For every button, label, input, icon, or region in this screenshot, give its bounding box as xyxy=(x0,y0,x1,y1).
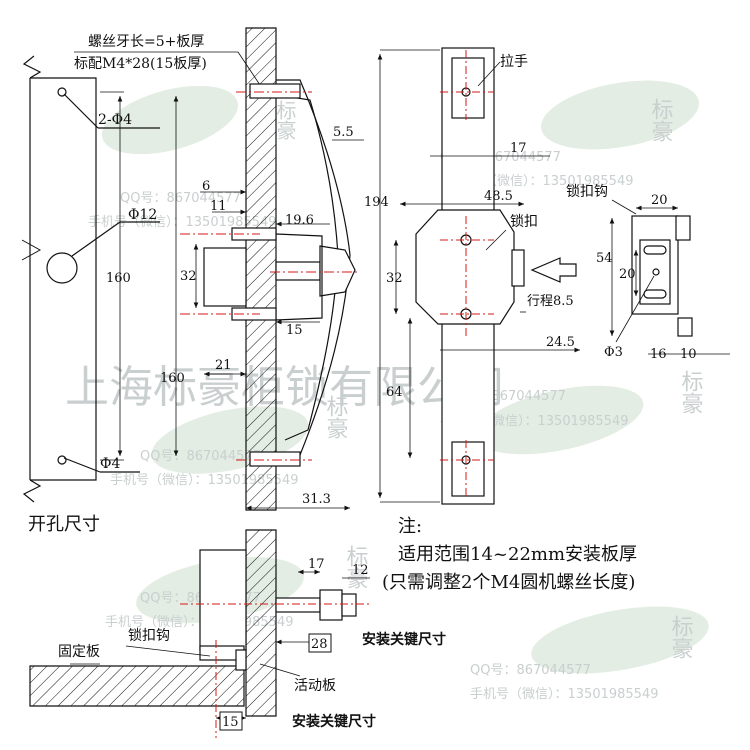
watermark-brand: 标豪 xyxy=(343,545,369,589)
notes-title: 注: xyxy=(398,516,422,537)
install-lock-body xyxy=(199,549,247,651)
watermark-brand: 标豪 xyxy=(678,370,704,414)
fixed-plate xyxy=(29,665,245,707)
watermark-brand: 标豪 xyxy=(273,100,297,140)
dim-12-install: 12 xyxy=(352,563,369,578)
lock-body xyxy=(203,247,247,307)
handle-label: 拉手 xyxy=(500,54,528,70)
watermark-brand: 标豪 xyxy=(668,615,694,659)
hole-top-label: 2-Φ4 xyxy=(98,112,132,128)
key-size-label-2: 安装关键尺寸 xyxy=(292,713,376,730)
dim-19-6: 19.6 xyxy=(285,213,314,228)
hole-bottom xyxy=(57,455,67,465)
travel-arrow xyxy=(530,257,577,283)
dim-48-5: 48.5 xyxy=(484,189,513,204)
dim-phi3: Φ3 xyxy=(604,345,623,360)
hole-center xyxy=(46,252,78,284)
watermark-qq: QQ号：867044577 xyxy=(140,449,261,464)
hook-detail-view xyxy=(631,215,693,337)
dim-194: 194 xyxy=(364,195,389,210)
dim-24-5: 24.5 xyxy=(546,335,575,350)
dim-20-hook-b: 20 xyxy=(619,267,636,282)
dim-10: 10 xyxy=(680,347,697,362)
watermark-company: 上海标豪柜锁有限公司 xyxy=(65,362,505,413)
dim-31-3: 31.3 xyxy=(302,492,331,507)
watermark-mobile: 手机号（微信）：13501985549 xyxy=(470,687,658,702)
watermark-brand: 标豪 xyxy=(323,395,349,439)
install-centerlines xyxy=(180,603,372,738)
handle-profile xyxy=(276,79,351,456)
dim-16: 16 xyxy=(650,347,667,362)
side-section-view xyxy=(203,27,356,511)
watermark-brand: 标豪 xyxy=(648,98,674,142)
hole-view-title: 开孔尺寸 xyxy=(28,514,100,535)
dim-32-front: 32 xyxy=(386,271,403,286)
dim-21: 21 xyxy=(215,358,232,373)
fixed-plate-label: 固定板 xyxy=(58,644,100,660)
dim-20-hook-a: 20 xyxy=(651,193,668,208)
dim-160-side: 160 xyxy=(160,371,185,386)
dim-15-side: 15 xyxy=(286,323,303,338)
notes-line-2: (只需调整2个M4圆机螺丝长度) xyxy=(382,572,635,593)
screw-thread-note: 螺丝牙长=5+板厚 xyxy=(88,34,204,50)
front-dimensions xyxy=(377,49,580,503)
dim-11: 11 xyxy=(210,199,227,214)
screw-spec-note: 标配M4*28(15板厚) xyxy=(74,56,207,72)
movable-plate-label: 活动板 xyxy=(294,678,336,694)
travel-label: 行程8.5 xyxy=(527,294,574,309)
notes-line-1: 适用范围14~22mm安装板厚 xyxy=(398,544,637,565)
side-dimensions xyxy=(173,96,364,511)
hole-cutout-view xyxy=(21,55,160,503)
install-hook-label: 锁扣钩 xyxy=(128,628,170,644)
movable-plate xyxy=(245,529,277,717)
watermark-qq: QQ号：867044577 xyxy=(120,191,241,206)
door-panel-section xyxy=(245,27,277,511)
hole-bottom-label: Φ4 xyxy=(100,456,120,472)
hook-dimensions xyxy=(609,199,730,355)
lock-label: 锁扣 xyxy=(510,214,538,230)
dim-6: 6 xyxy=(202,179,210,194)
dim-28-install: 28 xyxy=(311,637,328,652)
dim-32-side: 32 xyxy=(180,269,197,284)
leaf-logo xyxy=(101,80,709,674)
top-screw xyxy=(249,83,301,99)
dim-17-front: 17 xyxy=(510,141,527,156)
key-size-label-1: 安装关键尺寸 xyxy=(362,631,446,648)
lock-button xyxy=(319,245,356,297)
dim-5-5: 5.5 xyxy=(333,125,354,140)
hole-center-label: Φ12 xyxy=(128,207,157,223)
hole-height-dim: 160 xyxy=(106,271,131,286)
hook-tab xyxy=(677,317,693,337)
key-box-15 xyxy=(219,711,243,731)
watermark-mobile: 手机号（微信）：13501985549 xyxy=(88,215,276,230)
watermark: 上海标豪柜锁有限公司 QQ号：867044577 手机号（微信）：1350198… xyxy=(65,80,709,702)
side-centerlines xyxy=(180,91,360,461)
bottom-screw xyxy=(249,451,301,467)
key-box-28 xyxy=(308,633,332,653)
install-view xyxy=(29,529,357,717)
handle-bottom-slot xyxy=(451,441,485,497)
dim-15-install: 15 xyxy=(222,715,239,730)
dim-54: 54 xyxy=(596,251,613,266)
lock-plate xyxy=(415,209,515,325)
dim-17-install: 17 xyxy=(308,557,325,572)
watermark-qq: QQ号：867044577 xyxy=(470,663,591,678)
dim-64: 64 xyxy=(386,385,403,400)
hole-top xyxy=(57,87,67,97)
hook-label: 锁扣钩 xyxy=(566,184,608,200)
front-centerlines xyxy=(440,50,494,496)
